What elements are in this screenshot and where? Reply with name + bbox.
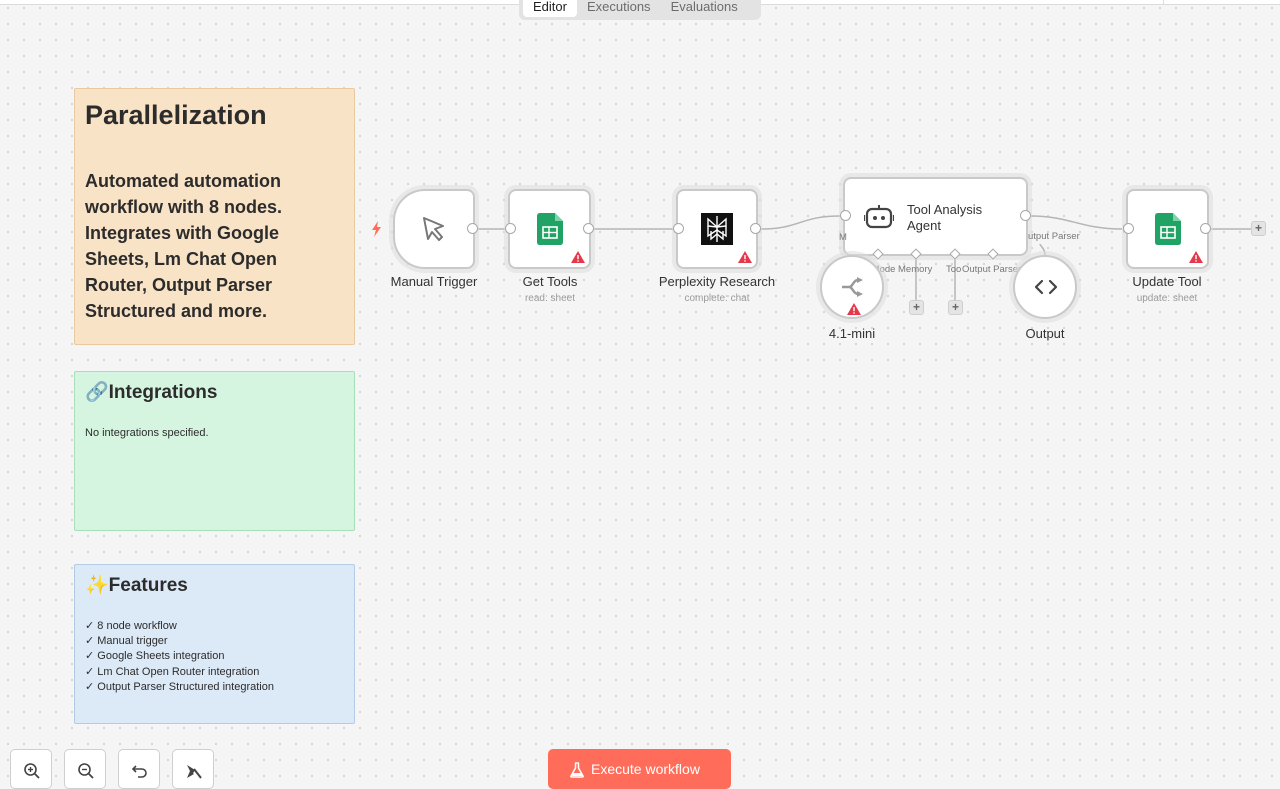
list-item: ✓ Google Sheets integration (85, 650, 225, 663)
add-tool-button[interactable]: + (948, 300, 963, 315)
note-body: No integrations specified. (85, 427, 209, 439)
openrouter-icon (842, 277, 863, 297)
list-item: ✓ 8 node workflow (85, 620, 177, 632)
note-title: Parallelization (85, 100, 267, 130)
port-label: M (839, 232, 847, 243)
node-label: Tool Analysis Agent (907, 202, 983, 233)
node-label: Perplexity Research (658, 274, 776, 289)
perplexity-icon (701, 213, 733, 245)
node-subtitle: complete: chat (684, 293, 750, 304)
node-label: Output (1025, 326, 1065, 341)
node-get-tools[interactable] (508, 189, 591, 269)
broom-icon (187, 765, 202, 779)
node-label: Get Tools (522, 274, 578, 289)
google-sheets-icon (1154, 213, 1181, 245)
connection-agent-to-update[interactable] (1030, 215, 1123, 230)
input-handle[interactable] (1123, 223, 1134, 234)
list-item: ✓ Lm Chat Open Router integration (85, 665, 260, 678)
flask-icon (570, 762, 584, 778)
view-tabs: Editor Executions Evaluations (519, 0, 761, 20)
input-handle[interactable] (673, 223, 684, 234)
execute-workflow-button[interactable]: Execute workflow (548, 749, 731, 789)
port-label: Too (946, 264, 962, 275)
tidy-up-button[interactable] (172, 749, 214, 789)
tab-evaluations[interactable]: Evaluations (670, 0, 738, 14)
port-label: Output Parser (962, 264, 1022, 275)
tab-editor[interactable]: Editor (523, 0, 577, 17)
warning-icon[interactable] (847, 303, 861, 315)
node-subtitle: read: sheet (524, 293, 576, 304)
top-divider (1163, 0, 1164, 5)
note-description: Automated automation workflow with 8 nod… (85, 171, 283, 321)
zoom-in-icon (24, 763, 40, 779)
output-handle[interactable] (467, 223, 478, 234)
warning-icon[interactable] (1189, 251, 1203, 263)
note-title: ✨Features (85, 575, 188, 596)
sticky-note-integrations[interactable]: 🔗Integrations No integrations specified. (74, 371, 355, 531)
code-brackets-icon (1034, 279, 1058, 295)
list-item: ✓ Manual trigger (85, 635, 168, 648)
execute-button-label: Execute workflow (591, 761, 700, 777)
sticky-note-features[interactable]: ✨Features ✓ 8 node workflow ✓ Manual tri… (74, 564, 355, 724)
tab-executions[interactable]: Executions (586, 0, 651, 14)
input-handle[interactable] (840, 210, 851, 221)
node-tool-analysis-agent[interactable]: Tool Analysis Agent M (839, 177, 1028, 256)
warning-icon[interactable] (571, 251, 585, 263)
output-handle[interactable] (1200, 223, 1211, 234)
zoom-in-button[interactable] (10, 749, 52, 789)
node-manual-trigger[interactable] (393, 189, 475, 269)
list-item: ✓ Output Parser Structured integration (85, 680, 274, 693)
zoom-out-icon (78, 763, 94, 779)
node-label: Update Tool (1132, 274, 1202, 289)
zoom-out-button[interactable] (64, 749, 106, 789)
warning-icon[interactable] (738, 251, 752, 263)
add-node-button[interactable]: + (1251, 221, 1266, 236)
node-update-tool[interactable] (1126, 189, 1209, 269)
node-output-parser[interactable] (1013, 255, 1077, 319)
output-handle[interactable] (750, 223, 761, 234)
reset-zoom-button[interactable] (118, 749, 160, 789)
node-subtitle: update: sheet (1136, 293, 1198, 304)
sticky-note-overview[interactable]: Parallelization Automated automation wor… (74, 88, 355, 345)
node-label: Manual Trigger (390, 274, 478, 289)
connection-perplexity-to-agent[interactable] (760, 215, 841, 230)
google-sheets-icon (536, 213, 563, 245)
lightning-icon (372, 221, 381, 237)
feature-list: ✓ 8 node workflow ✓ Manual trigger ✓ Goo… (85, 619, 274, 695)
note-title: 🔗Integrations (85, 382, 218, 403)
robot-icon (864, 205, 894, 229)
port-label: Memory (898, 264, 933, 275)
add-memory-button[interactable]: + (909, 300, 924, 315)
output-handle[interactable] (583, 223, 594, 234)
port-label: utput Parser (1028, 231, 1080, 242)
node-label: 4.1-mini (828, 326, 876, 341)
node-perplexity-research[interactable] (676, 189, 758, 269)
output-handle[interactable] (1020, 210, 1031, 221)
connection-parser-to-agent (1039, 243, 1046, 256)
cursor-pointer-icon (423, 217, 444, 241)
node-chat-model[interactable] (820, 255, 884, 319)
undo-icon (131, 765, 147, 778)
input-handle[interactable] (505, 223, 516, 234)
